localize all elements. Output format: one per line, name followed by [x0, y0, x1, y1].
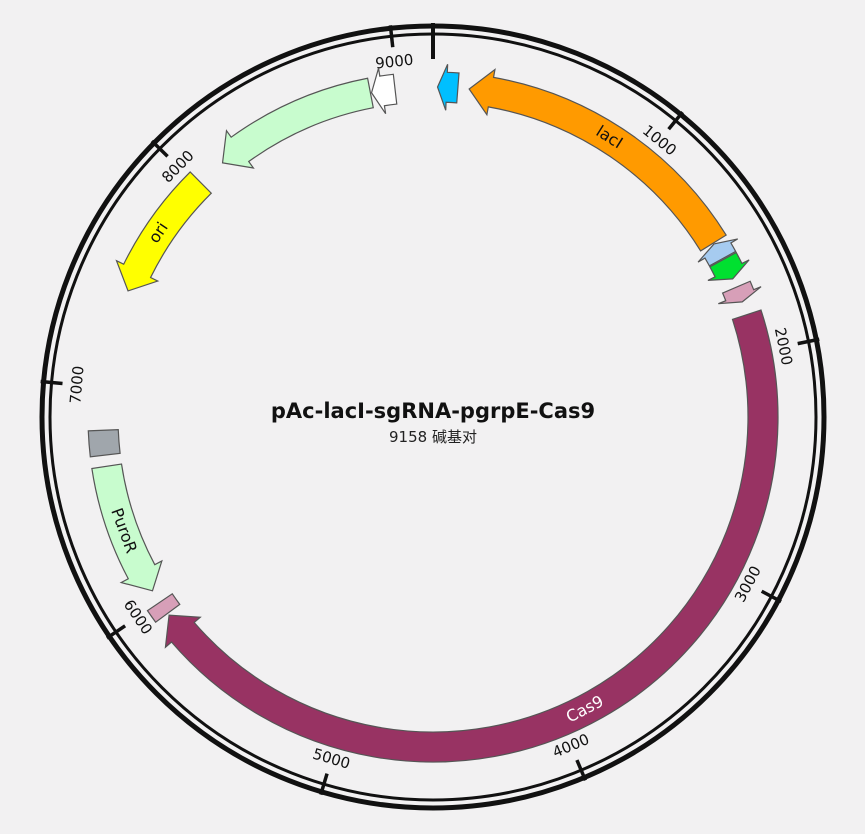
feature-green-promoter [707, 251, 750, 281]
tick-mark-6000 [105, 624, 127, 640]
plasmid-length: 9158 碱基对 [389, 428, 477, 446]
plasmid-title: pAc-lacI-sgRNA-pgrpE-Cas9 [271, 399, 595, 423]
feature-puror [91, 463, 163, 592]
feature-cas9 [164, 309, 779, 763]
feature-lac-promoter [697, 238, 739, 267]
tick-mark-3000 [760, 589, 782, 604]
feature-cyan-element [436, 64, 460, 111]
feature-ori [115, 171, 213, 292]
tick-label-7000: 7000 [66, 365, 87, 405]
feature-laci [468, 68, 727, 252]
feature-ampr [221, 77, 374, 169]
feature-grey-box [87, 429, 121, 458]
tick-mark-2000 [797, 337, 820, 346]
feature-pink-element-2 [146, 592, 181, 624]
tick-mark-4000 [575, 759, 588, 781]
tick-mark-8000 [150, 139, 169, 158]
tick-label-9000: 9000 [374, 51, 414, 73]
tick-mark-5000 [319, 773, 329, 796]
tick-mark-7000 [40, 379, 63, 386]
tick-mark-9000 [388, 25, 395, 48]
tick-mark-1000 [667, 111, 684, 131]
feature-white-promoter [370, 68, 398, 115]
feature-pink-element-1 [718, 280, 762, 305]
